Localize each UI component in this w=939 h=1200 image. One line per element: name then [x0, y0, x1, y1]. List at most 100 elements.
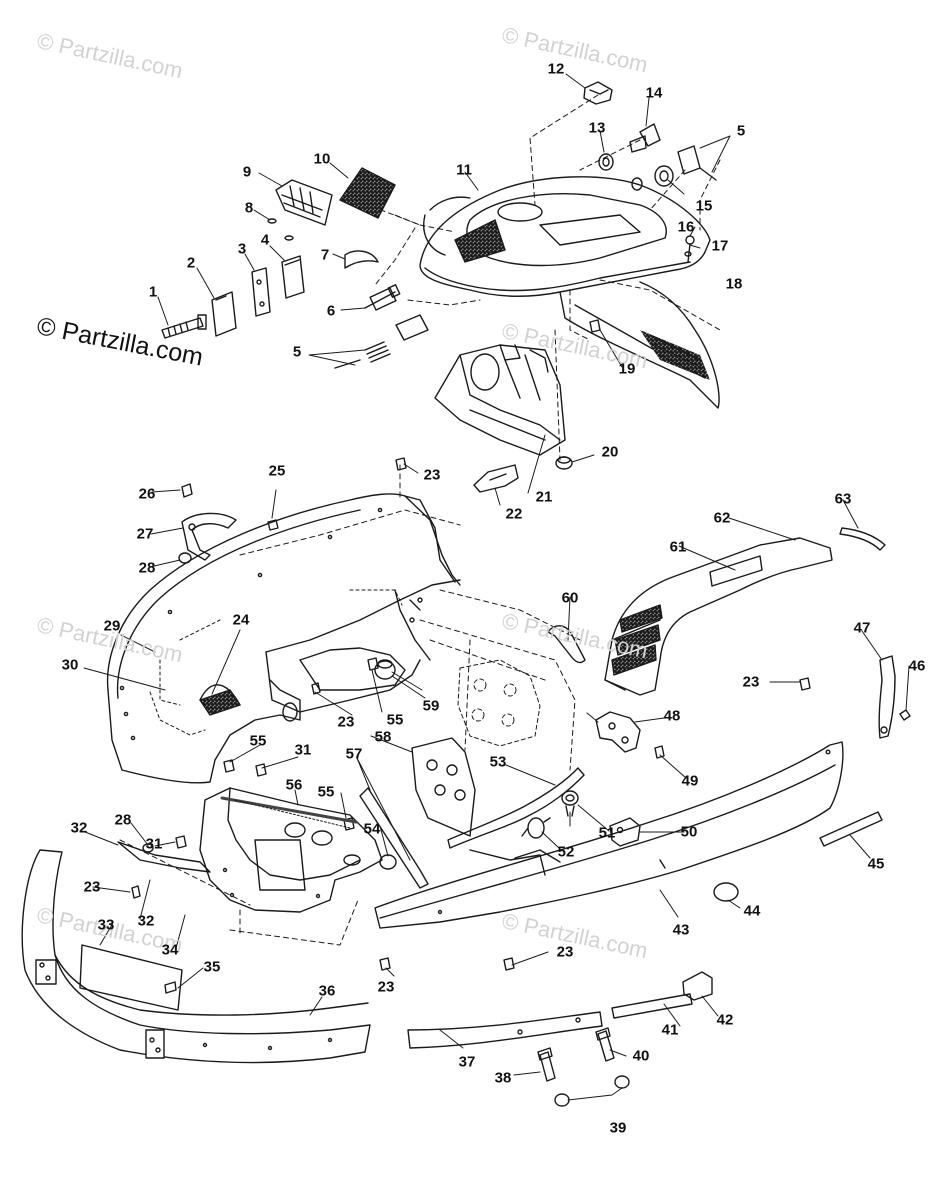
callout-label: 10	[313, 150, 331, 168]
bolt-part-1	[161, 314, 207, 339]
strap-part-53	[447, 767, 585, 849]
plate-part-50	[609, 817, 641, 847]
decal-part-61	[709, 555, 763, 587]
callout-label: 23	[377, 978, 395, 996]
callout-label: 20	[601, 443, 619, 461]
bracket-part-5-right	[677, 145, 717, 181]
callout-label: 35	[203, 958, 221, 976]
callout-label: 58	[374, 728, 392, 746]
nut-part-23-top	[395, 457, 407, 471]
cap-part-44	[713, 882, 739, 902]
callout-label: 17	[711, 237, 729, 255]
hood-leaders	[354, 94, 721, 461]
plunger-part-6	[364, 284, 401, 311]
skid-part-37	[407, 1011, 603, 1049]
callout-label: 19	[618, 360, 636, 378]
callout-label: 2	[186, 254, 196, 272]
callout-label: 6	[326, 302, 336, 320]
nut-part-23-mid	[311, 682, 321, 695]
spacer-part-2	[211, 291, 237, 337]
callout-label: 25	[268, 462, 286, 480]
nut-part-25	[267, 519, 279, 531]
grommet-part-51	[561, 790, 579, 817]
plate-part-33	[79, 944, 183, 1011]
callout-label: 8	[244, 199, 254, 217]
callout-label: 30	[61, 656, 79, 674]
callout-label: 23	[83, 878, 101, 896]
callout-label: 5	[292, 343, 302, 361]
callout-label: 39	[609, 1119, 627, 1137]
callout-label: 23	[337, 713, 355, 731]
leader-lines	[83, 73, 910, 1101]
bracket-part-14	[629, 123, 661, 153]
callout-label: 60	[561, 589, 579, 607]
callout-label: 28	[138, 559, 156, 577]
callout-label: 23	[423, 466, 441, 484]
callout-label: 33	[97, 916, 115, 934]
callout-label: 40	[632, 1047, 650, 1065]
bumper-part-36	[21, 849, 371, 1064]
rod-part-57	[359, 787, 429, 889]
rail-part-43	[374, 741, 844, 929]
callout-label: 55	[249, 732, 267, 750]
callout-label: 47	[853, 619, 871, 637]
panel-part-62	[604, 537, 833, 696]
latch-part-60	[547, 625, 586, 664]
bolt-part-38	[537, 1047, 556, 1082]
strip-part-45	[819, 811, 883, 847]
callout-label: 5	[736, 122, 746, 140]
clamp-part-52	[521, 817, 551, 839]
bracket-part-48	[595, 711, 641, 753]
callout-label: 11	[456, 161, 472, 179]
callout-label: 28	[114, 811, 132, 829]
latch-part-12	[583, 81, 613, 105]
strip-part-41	[611, 993, 693, 1019]
dash-part-21	[434, 344, 566, 456]
bolt-part-40	[595, 1027, 615, 1062]
callout-label: 21	[535, 488, 553, 506]
bracket-part-27	[181, 512, 237, 561]
bracket-part-58	[411, 737, 476, 837]
callout-label: 56	[285, 776, 303, 794]
spring-part-5-left	[334, 314, 429, 369]
callout-label: 59	[422, 697, 440, 715]
callout-label: 36	[318, 982, 336, 1000]
callout-label: 29	[103, 617, 121, 635]
hood-part-11	[419, 176, 720, 409]
callout-label: 54	[363, 820, 381, 838]
callout-label: 53	[489, 753, 507, 771]
callout-label: 16	[677, 218, 695, 236]
screw-part-46	[899, 709, 911, 721]
engine-mount-hidden	[457, 659, 541, 747]
callout-label: 14	[645, 84, 663, 102]
bracket-part-22	[473, 464, 519, 493]
callout-label: 57	[345, 745, 363, 763]
callout-label: 3	[237, 240, 247, 258]
callout-label: 48	[663, 707, 681, 725]
callout-label: 31	[145, 835, 163, 853]
callout-label: 49	[681, 772, 699, 790]
callout-label: 51	[598, 824, 616, 842]
plate-part-3	[251, 267, 271, 317]
cap-part-59	[374, 659, 396, 680]
callout-label: 38	[494, 1069, 512, 1087]
callout-label: 55	[317, 783, 335, 801]
callout-label: 15	[695, 197, 713, 215]
decal-part-30	[149, 691, 206, 736]
callout-label: 41	[661, 1021, 679, 1039]
callout-label: 34	[161, 941, 179, 959]
washer-near-15	[631, 177, 643, 191]
callout-label: 32	[137, 912, 155, 930]
callout-label: 44	[743, 902, 761, 920]
knob-part-15	[654, 165, 674, 187]
nut-part-54	[379, 854, 397, 870]
band-part-7	[344, 250, 379, 269]
callout-label: 55	[386, 711, 404, 729]
nut-part-23-right	[799, 677, 811, 691]
callout-label: 43	[672, 921, 690, 939]
callout-label: 31	[294, 741, 312, 759]
block-part-42	[682, 971, 713, 1001]
callout-label: 7	[320, 246, 330, 264]
